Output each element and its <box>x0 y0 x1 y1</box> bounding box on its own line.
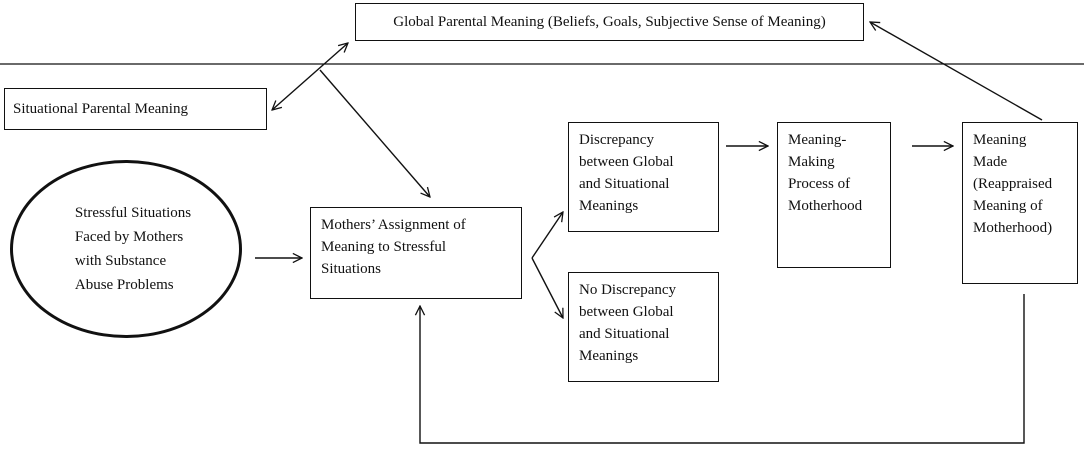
arrow-feedback-loop <box>420 294 1025 444</box>
stressful-situations-ellipse: Stressful Situations Faced by Mothers wi… <box>10 160 242 338</box>
global-parental-meaning-box: Global Parental Meaning (Beliefs, Goals,… <box>355 3 864 41</box>
no-discrepancy-box: No Discrepancy between Global and Situat… <box>568 272 719 382</box>
meaning-made-box: Meaning Made (Reappraised Meaning of Mot… <box>962 122 1078 284</box>
stressful-situations-label: Stressful Situations Faced by Mothers wi… <box>74 205 192 293</box>
arrow-assignment-to-discrepancy <box>531 212 563 259</box>
meaning-making-process-box: Meaning- Making Process of Motherhood <box>777 122 891 268</box>
assignment-of-meaning-box: Mothers’ Assignment of Meaning to Stress… <box>310 207 522 299</box>
discrepancy-box: Discrepancy between Global and Situation… <box>568 122 719 232</box>
arrow-assignment-to-no-discrepancy <box>531 257 563 318</box>
arrow-global-situational <box>272 43 348 110</box>
situational-parental-meaning-box: Situational Parental Meaning <box>4 88 267 130</box>
arrow-made-to-global <box>870 22 1043 121</box>
arrow-global-to-assignment <box>319 69 430 197</box>
